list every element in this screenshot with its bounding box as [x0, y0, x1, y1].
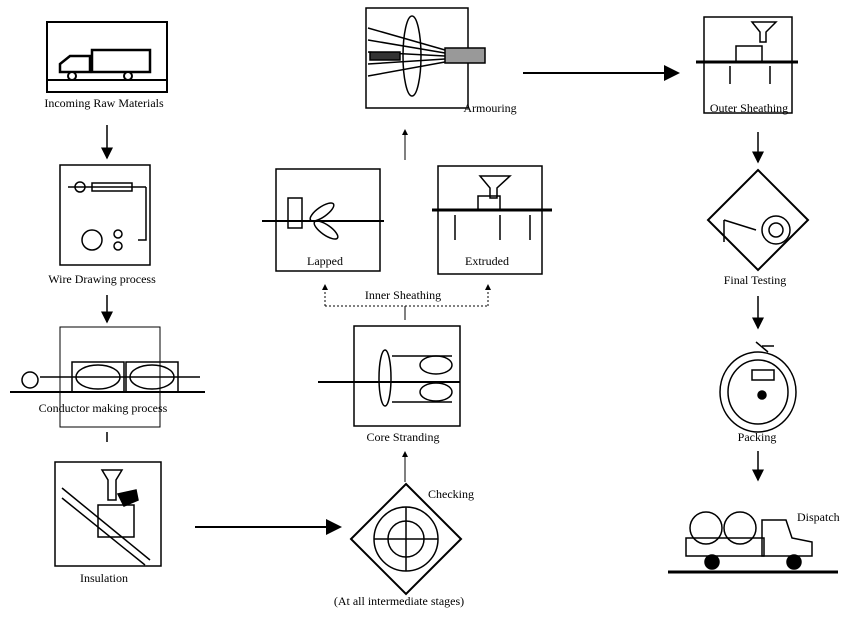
wire-drawing-illustration — [59, 164, 151, 266]
label-conductor-making: Conductor making process — [38, 401, 168, 415]
label-inner-sheathing: Inner Sheathing — [362, 288, 444, 303]
label-insulation: Insulation — [80, 571, 128, 585]
label-checking-note: (At all intermediate stages) — [333, 594, 465, 608]
packing-illustration — [719, 341, 797, 433]
insulation-illustration — [54, 461, 162, 567]
label-packing: Packing — [737, 430, 777, 444]
conductor-making-illustration — [10, 326, 205, 428]
outer-sheathing-illustration — [696, 16, 798, 114]
label-core-stranding: Core Stranding — [366, 430, 440, 444]
label-armouring: Armouring — [463, 101, 517, 115]
incoming-raw-materials-illustration — [46, 21, 168, 93]
label-checking: Checking — [428, 487, 474, 501]
label-lapped: Lapped — [307, 254, 343, 268]
final-testing-illustration — [706, 168, 810, 272]
label-outer-sheathing: Outer Sheathing — [709, 101, 789, 115]
armouring-illustration — [365, 7, 486, 109]
label-final-testing: Final Testing — [723, 273, 787, 287]
flow-arrows — [101, 65, 764, 535]
checking-illustration — [349, 482, 463, 596]
label-wire-drawing: Wire Drawing process — [48, 272, 156, 286]
label-incoming-raw-materials: Incoming Raw Materials — [44, 96, 164, 110]
label-dispatch: Dispatch — [797, 510, 840, 524]
label-extruded: Extruded — [465, 254, 509, 268]
lapped-illustration — [262, 168, 384, 272]
extruded-illustration — [432, 165, 552, 275]
dispatch-illustration — [668, 511, 838, 574]
core-stranding-illustration — [318, 325, 461, 427]
